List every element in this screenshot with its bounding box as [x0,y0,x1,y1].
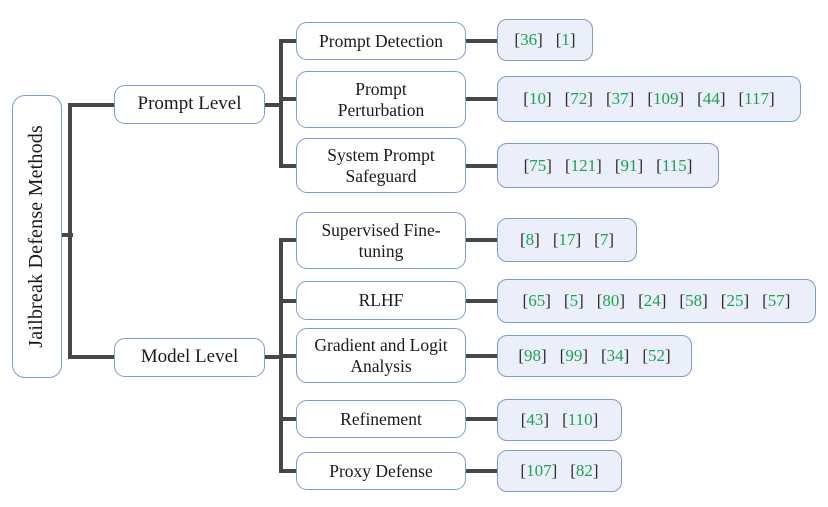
connector-prompt-trunk [279,39,283,168]
node-prompt-detection-label: Prompt Detection [319,30,443,51]
citation-ref: [117] [738,89,775,108]
citation-ref: [99] [559,346,588,365]
citation-ref: [7] [594,230,615,249]
citation-ref: [98] [518,346,547,365]
citation-ref: [109] [647,89,685,108]
citation-ref: [107] [520,461,558,480]
citations-refinement: [43] [110] [497,399,622,441]
node-system-prompt-safeguard: System Prompt Safeguard [296,138,466,193]
connector-root [61,233,73,237]
node-prompt-perturbation: Prompt Perturbation [296,71,466,128]
node-proxy-defense-label: Proxy Defense [329,460,433,481]
citation-ref: [17] [552,230,582,249]
connector-main-trunk [68,103,72,359]
connector-cites-prompt-detection [464,39,497,43]
citation-ref: [34] [601,346,630,365]
node-system-prompt-safeguard-label: System Prompt Safeguard [327,144,435,186]
node-prompt-perturbation-label: Prompt Perturbation [337,78,425,120]
citation-ref: [5] [563,291,584,310]
citations-gradient-logit-analysis: [98] [99] [34] [52] [497,335,692,377]
connector-cites-rlhf [464,299,497,303]
connector-prompt-level-out [263,103,283,107]
citation-ref: [58] [679,291,708,310]
connector-to-model-level [68,355,114,359]
citation-ref: [110] [562,410,599,429]
citation-ref: [10] [523,89,552,108]
node-rlhf-label: RLHF [358,290,404,311]
node-model-level-label: Model Level [140,346,239,368]
citation-ref: [72] [564,89,593,108]
citation-ref: [115] [656,155,693,175]
connector-stub-gradient-logit [279,354,298,358]
citation-ref: [52] [642,346,671,365]
citation-ref: [65] [522,291,551,310]
citation-ref: [80] [596,291,626,310]
citations-supervised-fine-tuning: [8] [17] [7] [497,218,637,262]
connector-cites-system-prompt-safeguard [464,164,497,168]
citation-ref: [57] [762,291,791,310]
connector-stub-prompt-detection [279,39,298,43]
citation-ref: [75] [523,155,552,175]
connector-model-level-out [263,355,283,359]
citations-prompt-detection: [36] [1] [497,19,593,61]
citation-ref: [82] [570,461,599,480]
node-gradient-logit-analysis: Gradient and Logit Analysis [296,328,466,383]
citation-ref: [121] [564,155,602,175]
citation-ref: [36] [514,30,543,49]
citations-proxy-defense: [107] [82] [497,450,622,492]
connector-stub-system-prompt-safeguard [279,164,298,168]
connector-stub-supervised-fine-tuning [279,238,298,242]
citations-system-prompt-safeguard: [75] [121] [91] [115] [497,143,719,188]
citation-ref: [37] [605,89,635,108]
connector-cites-supervised-fine-tuning [464,238,497,242]
connector-stub-prompt-perturbation [279,97,298,101]
citations-rlhf: [65] [5] [80] [24] [58] [25] [57] [497,279,816,323]
node-gradient-logit-analysis-label: Gradient and Logit Analysis [314,334,448,376]
node-refinement: Refinement [296,400,466,438]
connector-cites-gradient-logit [464,354,497,358]
connector-cites-proxy-defense [464,469,497,473]
citation-ref: [25] [720,291,750,310]
node-refinement-label: Refinement [340,408,422,429]
citation-ref: [24] [638,291,667,310]
citations-prompt-perturbation: [10] [72] [37] [109] [44] [117] [497,76,801,122]
citation-ref: [44] [697,89,726,108]
root-node: Jailbreak Defense Methods [12,95,62,378]
node-supervised-fine-tuning: Supervised Fine-tuning [296,212,466,269]
node-rlhf: RLHF [296,281,466,320]
citation-ref: [43] [520,410,550,429]
root-node-label: Jailbreak Defense Methods [25,125,48,348]
connector-stub-rlhf [279,299,298,303]
citation-ref: [8] [519,230,540,249]
connector-stub-proxy-defense [279,469,298,473]
citation-ref: [91] [614,155,644,175]
citation-ref: [1] [555,30,576,49]
node-prompt-level-label: Prompt Level [137,93,242,115]
node-model-level: Model Level [114,338,265,377]
node-prompt-level: Prompt Level [114,85,265,124]
connector-to-prompt-level [68,103,114,107]
node-proxy-defense: Proxy Defense [296,452,466,490]
connector-stub-refinement [279,417,298,421]
node-supervised-fine-tuning-label: Supervised Fine-tuning [321,219,441,261]
connector-cites-refinement [464,417,497,421]
connector-cites-prompt-perturbation [464,97,497,101]
node-prompt-detection: Prompt Detection [296,22,466,60]
